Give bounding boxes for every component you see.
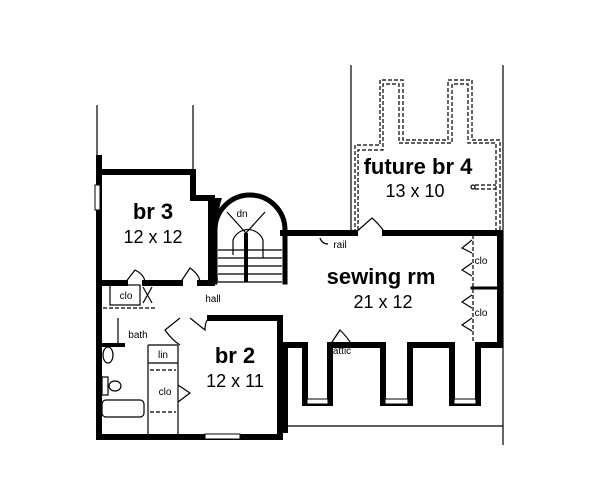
sewing-room-name: sewing rm: [327, 264, 436, 289]
br3-name: br 3: [133, 199, 173, 224]
br3-closet-label: clo: [120, 291, 133, 302]
br2-size: 12 x 11: [206, 371, 264, 391]
br2-closet-label: clo: [159, 387, 172, 398]
door-swings: [124, 217, 473, 403]
sewing-closet-1-label: clo: [475, 256, 488, 267]
sewing-closet-2-label: clo: [475, 308, 488, 319]
linen-label: lin: [158, 350, 168, 361]
sewing-room-size: 21 x 12: [353, 292, 412, 312]
bath-fixtures: [101, 284, 153, 418]
stair-down-label: dn: [236, 209, 247, 220]
future-br4-outline: [354, 79, 501, 233]
attic-label: attic: [333, 346, 351, 357]
rail-label: rail: [333, 240, 346, 251]
staircase: [212, 192, 288, 285]
windows: [94, 184, 477, 440]
hall-label: hall: [205, 294, 221, 305]
bath-label: bath: [128, 330, 147, 341]
future-br4-size: 13 x 10: [385, 181, 444, 201]
future-br4-name: future br 4: [364, 154, 474, 179]
br3-size: 12 x 12: [123, 227, 182, 247]
br2-name: br 2: [215, 343, 255, 368]
